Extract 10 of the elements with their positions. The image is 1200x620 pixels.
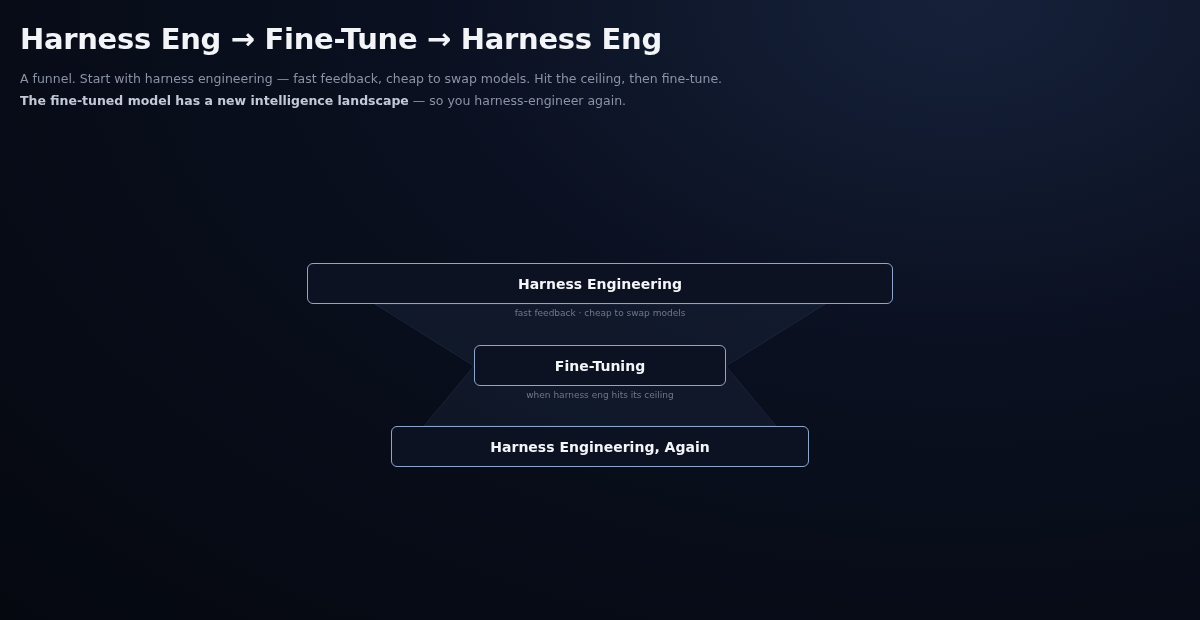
stage-note: when harness eng hits its ceiling xyxy=(526,390,674,400)
stage-note: fast feedback · cheap to swap models xyxy=(514,308,686,318)
stage-label: Fine-Tuning xyxy=(554,357,646,374)
page-title: Harness Eng → Fine-Tune → Harness Eng xyxy=(20,22,662,56)
stage-label: Harness Engineering xyxy=(517,275,683,292)
stage-box xyxy=(391,426,809,467)
stage-box xyxy=(307,263,893,304)
stage-label: Harness Engineering, Again xyxy=(490,438,710,455)
description-text: A funnel. Start with harness engineering — fast feedback, cheap to swap models. Hit the ceiling, then fine-tune. The fine-tuned model has a new intelligence landscape — so you harness-engineer again. xyxy=(20,70,724,110)
stage-box xyxy=(474,345,726,386)
